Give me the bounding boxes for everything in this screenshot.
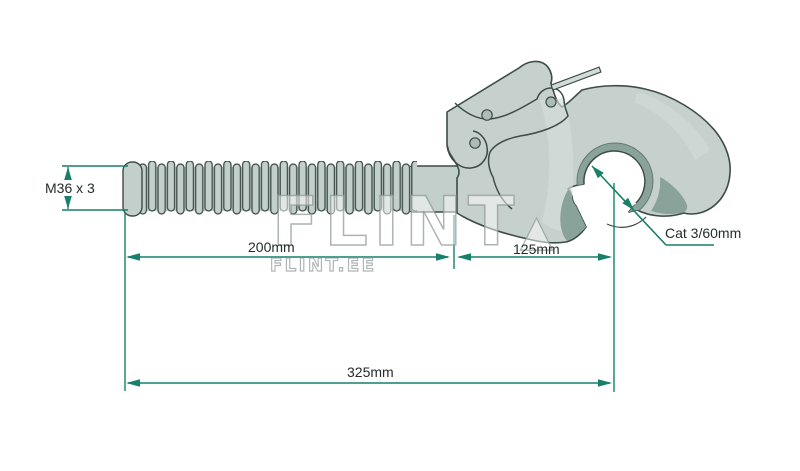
overall-length-label: 325mm [347, 364, 394, 380]
arrow-left-icon [126, 253, 140, 261]
ball-socket-rim-line [583, 150, 646, 204]
rivet-3 [469, 137, 481, 149]
arrow-down-icon [64, 196, 72, 209]
hook-length-label: 125mm [513, 241, 560, 257]
dimension-overall-length [126, 379, 612, 387]
arrow-right-icon [436, 253, 450, 261]
arrow-right-icon [598, 253, 612, 261]
ball-socket-opening [584, 150, 646, 212]
dimension-thread-length [126, 253, 450, 261]
hook-category-label: Cat 3/60mm [665, 225, 742, 241]
threaded-rod-drawing [122, 161, 461, 217]
extension-lines [124, 183, 615, 392]
arrow-left-icon [457, 253, 471, 261]
rivet-2 [545, 96, 557, 108]
rod-thread-ridges [138, 161, 417, 217]
body-highlight-right [634, 92, 710, 160]
arrow-left-icon [126, 379, 140, 387]
thread-length-label: 200mm [248, 239, 295, 255]
latch-lower-edge [454, 87, 569, 210]
arrow-upleft-icon [592, 166, 604, 179]
hook-drawing [446, 60, 731, 244]
arrow-downright-icon [622, 197, 634, 210]
thread-spec-label: M36 x 3 [45, 180, 95, 196]
latch-left-lobe [446, 130, 489, 169]
dimension-ball-diameter [591, 165, 714, 246]
arrow-up-icon [64, 167, 72, 180]
rod-end-cap [122, 161, 143, 217]
dimension-thread-diameter [62, 165, 128, 211]
hook-tip-shading [651, 177, 688, 215]
latch-pin [550, 66, 602, 91]
dimension-hook-length [457, 253, 612, 261]
arrow-right-icon [598, 379, 612, 387]
jaw-wedge-shading [560, 190, 586, 241]
rivet-1 [481, 109, 493, 121]
